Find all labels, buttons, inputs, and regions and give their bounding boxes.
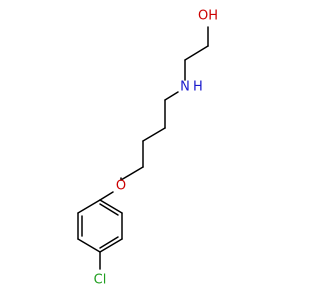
amine-h-label: H xyxy=(193,80,203,95)
ring-bond-4 xyxy=(99,238,123,253)
molecule-structure: OH N H O Cl xyxy=(77,9,218,288)
amine-n-label: N xyxy=(180,80,190,95)
hydroxyl-label: OH xyxy=(198,9,218,24)
ring-double-3 xyxy=(99,203,119,216)
ring-bond-3 xyxy=(77,238,101,253)
bond-c6-c7 xyxy=(120,166,144,181)
bond-c4-c5 xyxy=(142,127,166,142)
bond-n-c3 xyxy=(164,91,179,101)
structure-canvas: OH N H O Cl xyxy=(77,8,219,288)
chlorine-label: Cl xyxy=(94,273,107,288)
ring-bond-1 xyxy=(77,199,101,214)
bond-c1-c2 xyxy=(184,45,209,61)
bond-o-ring xyxy=(99,191,114,201)
ether-o-label: O xyxy=(116,179,126,194)
ring-double-2 xyxy=(99,236,119,249)
ring-bond-6 xyxy=(99,199,123,214)
